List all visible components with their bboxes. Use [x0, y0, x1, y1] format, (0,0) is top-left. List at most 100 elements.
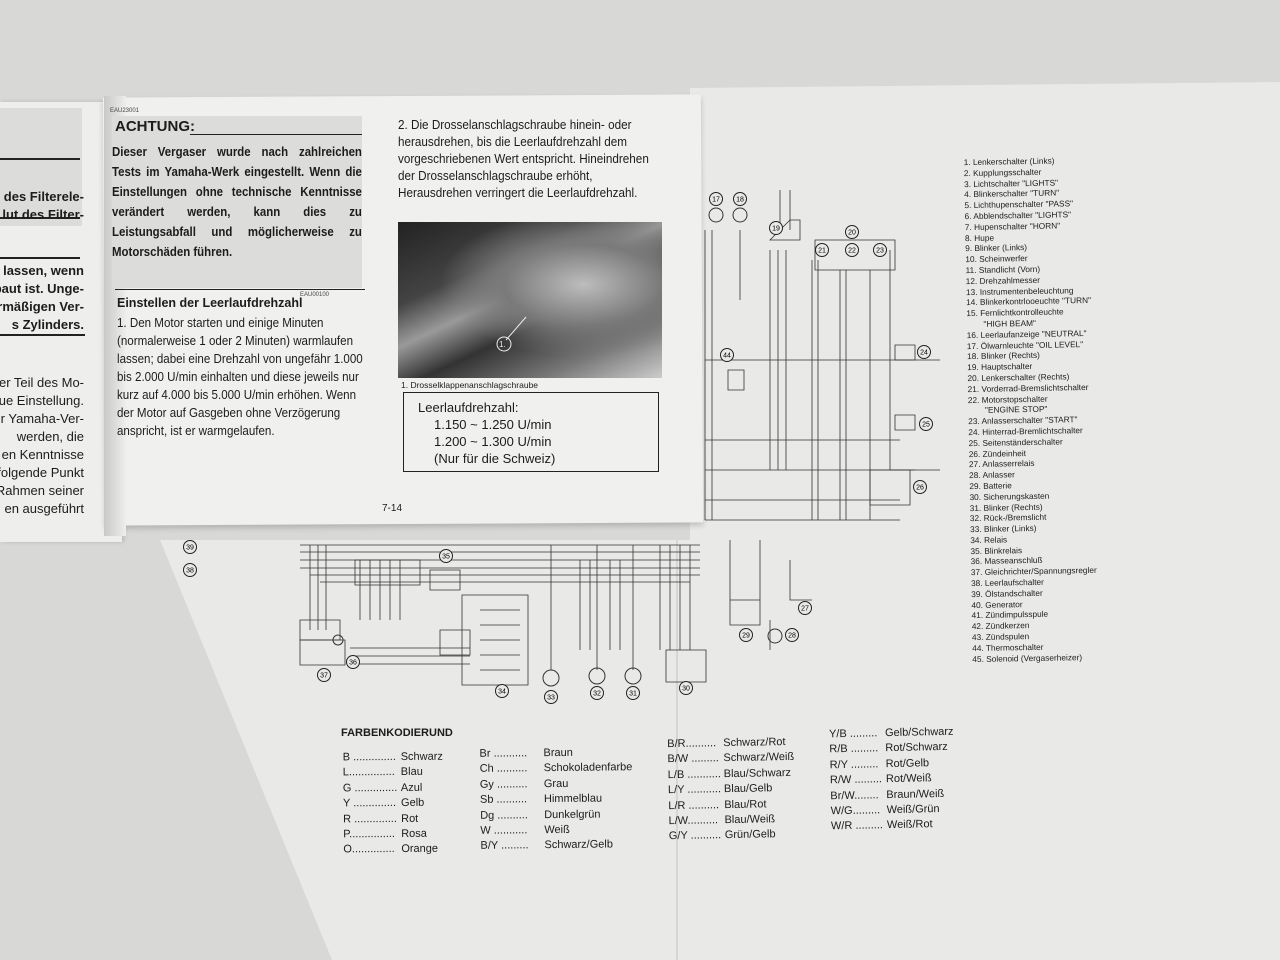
warning-box [112, 116, 362, 288]
color-code: Dg .......... [480, 808, 528, 822]
color-code-row: O.............. Orange [343, 842, 443, 858]
left-page-text-line: en ausgeführt [4, 501, 84, 516]
color-code: W/G......... [830, 804, 881, 818]
left-page-text-line: folgende Punkt [0, 465, 84, 480]
color-name: Grün/Gelb [724, 828, 776, 842]
color-code-row: Dg .......... Dunkelgrün [480, 807, 633, 824]
color-name: Blau/Weiß [724, 813, 776, 827]
color-name: Dunkelgrün [544, 808, 601, 821]
color-code-row: R .............. Rot [343, 811, 443, 827]
left-page-text-line: en Kenntnisse [1, 447, 84, 462]
color-code: R/Y ......... [829, 758, 879, 772]
color-name: Schwarz/Weiß [723, 751, 795, 765]
color-code: Br ........... [479, 747, 528, 760]
color-name: Rosa [401, 827, 427, 840]
color-code-row: G ..............Azul [343, 780, 443, 796]
color-code: G/Y .......... [668, 829, 722, 843]
color-code: Gy .......... [479, 778, 528, 791]
color-name: Rot/Gelb [885, 757, 930, 770]
section-code: EAU23001 [110, 108, 140, 114]
color-code-row: Br ........... Braun [479, 745, 632, 762]
color-name: Schwarz [400, 750, 443, 763]
color-code: Y .............. [342, 797, 397, 810]
color-name: Schokoladenfarbe [543, 761, 633, 775]
color-code-row: Sb .......... Himmelblau [480, 791, 633, 808]
warning-title: ACHTUNG: [115, 118, 195, 135]
color-code: L/R .......... [668, 798, 720, 812]
color-code-row: W/G......... Weiß/Grün [830, 802, 955, 820]
spec-value: 1.150 ~ 1.250 U/min [434, 417, 552, 432]
color-code-row: P............... Rosa [343, 827, 443, 843]
color-name: Blau/Schwarz [723, 766, 792, 780]
legend-item: 24. Hinterrad-Bremlichtschalter [968, 425, 1083, 438]
color-name: Schwarz/Gelb [544, 838, 614, 852]
color-code: L/W.......... [668, 814, 719, 828]
color-name: Grau [543, 777, 569, 790]
color-code-row: B .............. Schwarz [343, 750, 443, 766]
left-page-text-line: lassen, wenn [3, 263, 84, 278]
color-code-row: W/R ......... Weiß/Rot [831, 817, 956, 835]
legend-item: 21. Vorderrad-Bremslichtschalter [967, 381, 1089, 394]
color-code: B/Y ......... [480, 839, 529, 853]
section-code: EAU00100 [300, 292, 330, 298]
color-code: B/R.......... [667, 737, 717, 751]
color-code: R/W ......... [829, 773, 883, 787]
left-page-text-line: des Filterele- [3, 189, 84, 204]
color-name: Schwarz/Rot [723, 736, 786, 750]
color-name: Weiß [544, 823, 570, 837]
color-name: Azul [400, 781, 423, 794]
color-code: Sb .......... [479, 793, 528, 807]
component-legend: 1. Lenkerschalter (Links)2. Kupplungssch… [964, 155, 1099, 665]
color-code: L............... [342, 766, 395, 779]
color-code-row: L/B ...........Blau/Schwarz [668, 766, 795, 784]
spec-value: (Nur für die Schweiz) [434, 451, 556, 466]
step-2-text: 2. Die Drosselanschlagschraube hinein- o… [398, 117, 649, 200]
color-code: B/W ......... [667, 752, 719, 766]
color-code: L/B ........... [667, 767, 722, 781]
idle-speed-spec-box: Leerlaufdrehzahl: 1.150 ~ 1.250 U/min 1.… [403, 392, 659, 472]
color-name: Rot/Weiß [885, 772, 932, 786]
spec-value: 1.200 ~ 1.300 U/min [434, 434, 552, 449]
step-1-text: 1. Den Motor starten und einige Minuten … [117, 315, 363, 438]
photo-callout: 1. [499, 340, 506, 349]
color-code: W ........... [480, 824, 528, 837]
color-code-row: L...............Blau [343, 765, 443, 781]
color-name: Gelb [400, 797, 425, 810]
color-code-row: B/Y ......... Schwarz/Gelb [480, 838, 633, 855]
left-page-text-line: r Yamaha-Ver- [0, 411, 84, 426]
color-code: P............... [343, 828, 396, 841]
color-code-title: FARBENKODIERUND [341, 727, 453, 739]
color-name: Weiß/Grün [886, 803, 940, 817]
spec-title: Leerlaufdrehzahl: [418, 400, 519, 415]
color-name: Blau/Rot [724, 798, 767, 811]
color-name: Rot/Schwarz [885, 741, 948, 755]
left-page-text-line: werden, die [16, 429, 84, 444]
carburetor-photo: 1. [398, 222, 662, 378]
color-code: R/B ......... [829, 742, 879, 756]
color-name: Orange [401, 843, 439, 856]
color-code-row: G/Y ..........Grün/Gelb [669, 827, 796, 845]
color-code-row: Ch .......... Schokoladenfarbe [480, 761, 633, 778]
section-title: Einstellen der Leerlaufdrehzahl [117, 296, 303, 310]
left-page-text-line: ue Einstellung. [0, 393, 84, 408]
sheet-fold [676, 540, 678, 960]
color-code: Y/B ......... [828, 727, 878, 741]
warning-text: Dieser Vergaser wurde nach zahlreichen T… [112, 144, 362, 259]
color-code-row: Gy .......... Grau [480, 776, 633, 793]
color-code: R .............. [343, 812, 397, 825]
color-code-row: R/B ......... Rot/Schwarz [829, 740, 954, 758]
color-name: Braun/Weiß [886, 787, 945, 801]
color-code: O.............. [343, 843, 395, 856]
photo-caption: 1. Drosselklappenanschlagschraube [401, 380, 539, 390]
color-code: B .............. [342, 750, 396, 764]
color-code: L/Y ........... [667, 783, 722, 797]
left-page-text-line: baut ist. Unge- [0, 281, 84, 296]
color-code-row: W ........... Weiß [480, 822, 633, 839]
left-page-text-line: rmäßigen Ver- [0, 299, 84, 314]
color-code: G .............. [342, 781, 398, 795]
color-name: Rot [401, 812, 419, 825]
color-name: Himmelblau [543, 792, 603, 806]
